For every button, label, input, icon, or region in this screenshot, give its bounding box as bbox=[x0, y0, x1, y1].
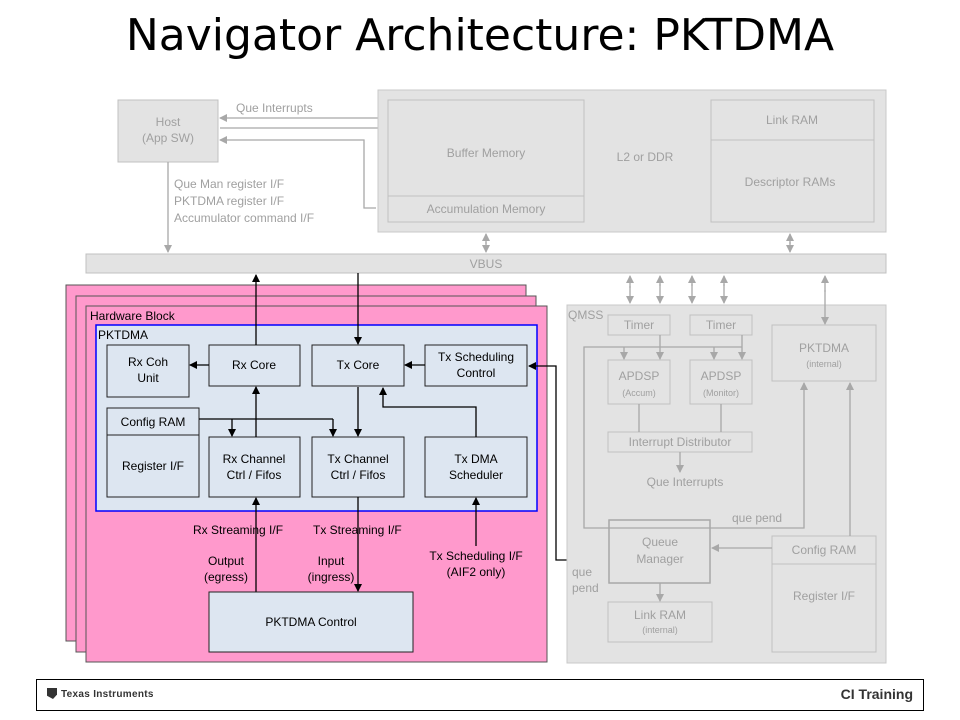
que-pend-left-sublabel: pend bbox=[572, 581, 599, 595]
que-interrupts-label: Que Interrupts bbox=[236, 101, 313, 115]
rx-coh-sublabel: Unit bbox=[137, 371, 159, 385]
timer-1-label: Timer bbox=[624, 318, 654, 332]
config-register-block: Config RAM Register I/F bbox=[106, 407, 200, 498]
apdsp-monitor-label: APDSP bbox=[701, 369, 742, 383]
accumulation-memory-label: Accumulation Memory bbox=[427, 202, 546, 216]
buffer-memory-label: Buffer Memory bbox=[447, 146, 525, 160]
tx-core-label: Tx Core bbox=[337, 358, 380, 372]
memory-vbus-arrows bbox=[482, 233, 794, 253]
ti-logo: Texas Instruments bbox=[47, 688, 154, 700]
qmss-label: QMSS bbox=[568, 308, 603, 322]
host-block: Host (App SW) bbox=[117, 99, 219, 163]
vbus-label: VBUS bbox=[470, 257, 503, 271]
qmss-pktdma-label: PKTDMA bbox=[799, 341, 849, 355]
qmss-arrows bbox=[583, 335, 854, 602]
ci-training-label: CI Training bbox=[840, 686, 913, 702]
tx-sched-label: Tx Scheduling bbox=[438, 350, 514, 364]
interrupt-distributor: Interrupt Distributor bbox=[607, 431, 753, 453]
rx-chan-sublabel: Ctrl / Fifos bbox=[227, 468, 282, 482]
host-label: Host bbox=[156, 115, 181, 129]
ti-logo-text: Texas Instruments bbox=[61, 689, 154, 700]
tx-dma-label: Tx DMA bbox=[454, 452, 497, 466]
footer-bar: Texas Instruments CI Training bbox=[36, 679, 924, 711]
pktdma-control-label: PKTDMA Control bbox=[265, 615, 356, 629]
link-ram-label: Link RAM bbox=[766, 113, 818, 127]
host-if-label-1: Que Man register I/F bbox=[174, 177, 284, 191]
rx-channel-ctrl: Rx Channel Ctrl / Fifos bbox=[208, 436, 301, 498]
rx-core: Rx Core bbox=[208, 344, 301, 387]
qmss-link-ram-label: Link RAM bbox=[634, 608, 686, 622]
que-pend-left-label: que bbox=[572, 565, 592, 579]
l2-ddr-label: L2 or DDR bbox=[617, 150, 674, 164]
host-if-label-3: Accumulator command I/F bbox=[174, 211, 314, 225]
input-sublabel: (ingress) bbox=[308, 570, 355, 584]
pktdma-label: PKTDMA bbox=[98, 328, 148, 342]
que-pend-label: que pend bbox=[732, 511, 782, 525]
output-label: Output bbox=[208, 554, 245, 568]
rx-streaming-label: Rx Streaming I/F bbox=[193, 523, 283, 537]
tx-core: Tx Core bbox=[311, 344, 405, 387]
config-ram-label: Config RAM bbox=[121, 415, 186, 429]
apdsp-accum: APDSP (Accum) bbox=[607, 359, 671, 405]
register-if-label: Register I/F bbox=[122, 459, 184, 473]
ti-logo-icon bbox=[47, 688, 57, 699]
input-label: Input bbox=[318, 554, 345, 568]
tx-scheduling-control: Tx Scheduling Control bbox=[424, 344, 528, 387]
qmss-link-ram: Link RAM (internal) bbox=[607, 601, 713, 643]
qmss-register-if-label: Register I/F bbox=[793, 589, 855, 603]
queue-manager-label: Queue bbox=[642, 535, 678, 549]
rx-core-label: Rx Core bbox=[232, 358, 276, 372]
tx-chan-label: Tx Channel bbox=[327, 452, 388, 466]
apdsp-accum-sublabel: (Accum) bbox=[622, 388, 656, 398]
descriptor-rams-label: Descriptor RAMs bbox=[745, 175, 836, 189]
rx-coh-label: Rx Coh bbox=[128, 355, 168, 369]
tx-sched-if-label: Tx Scheduling I/F bbox=[429, 549, 522, 563]
memory-region: Buffer Memory Accumulation Memory L2 or … bbox=[377, 89, 887, 233]
tx-channel-ctrl: Tx Channel Ctrl / Fifos bbox=[311, 436, 405, 498]
timer-2-label: Timer bbox=[706, 318, 736, 332]
pktdma-control: PKTDMA Control bbox=[208, 591, 414, 653]
page-title: Navigator Architecture: PKTDMA bbox=[125, 10, 835, 61]
tx-chan-sublabel: Ctrl / Fifos bbox=[331, 468, 386, 482]
qmss-que-interrupts-label: Que Interrupts bbox=[647, 475, 724, 489]
qmss-pktdma: PKTDMA (internal) bbox=[771, 324, 877, 382]
apdsp-monitor-sublabel: (Monitor) bbox=[703, 388, 739, 398]
hardware-block-label: Hardware Block bbox=[90, 309, 176, 323]
tx-sched-sublabel: Control bbox=[457, 366, 496, 380]
queue-manager-sublabel: Manager bbox=[636, 552, 683, 566]
qmss-link-ram-sublabel: (internal) bbox=[642, 625, 678, 635]
output-sublabel: (egress) bbox=[204, 570, 248, 584]
descriptor-ram-box bbox=[710, 99, 875, 223]
queue-manager: Queue Manager bbox=[608, 519, 711, 584]
host-arrows bbox=[164, 114, 387, 253]
buffer-memory-box bbox=[387, 99, 585, 223]
qmss-pktdma-sublabel: (internal) bbox=[806, 359, 842, 369]
tx-streaming-label: Tx Streaming I/F bbox=[313, 523, 402, 537]
qmss-config-ram-label: Config RAM bbox=[792, 543, 857, 557]
rx-chan-label: Rx Channel bbox=[223, 452, 286, 466]
timer-1: Timer bbox=[607, 314, 671, 336]
timer-2: Timer bbox=[689, 314, 753, 336]
host-if-label-2: PKTDMA register I/F bbox=[174, 194, 284, 208]
qmss-config-register: Config RAM Register I/F bbox=[771, 535, 877, 653]
tx-sched-if-sublabel: (AIF2 only) bbox=[447, 565, 506, 579]
apdsp-accum-label: APDSP bbox=[619, 369, 660, 383]
rx-coh-unit: Rx Coh Unit bbox=[106, 344, 190, 398]
int-dist-label: Interrupt Distributor bbox=[629, 435, 732, 449]
tx-dma-sublabel: Scheduler bbox=[449, 468, 503, 482]
qmss-vbus-arrows bbox=[626, 275, 829, 325]
vbus: VBUS bbox=[85, 253, 887, 274]
host-sublabel: (App SW) bbox=[142, 131, 194, 145]
apdsp-monitor: APDSP (Monitor) bbox=[689, 359, 753, 405]
tx-dma-scheduler: Tx DMA Scheduler bbox=[424, 436, 528, 498]
